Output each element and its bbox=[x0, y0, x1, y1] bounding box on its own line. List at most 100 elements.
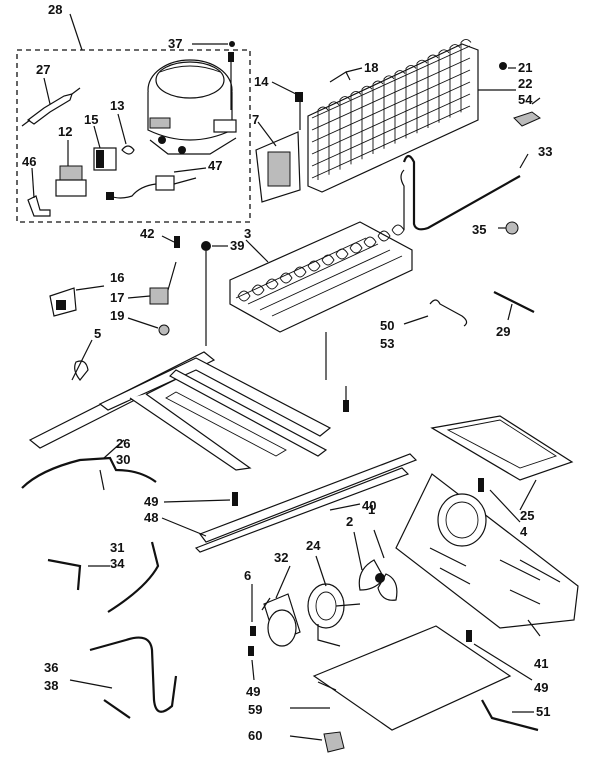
bracket-46 bbox=[27, 195, 51, 217]
label-19: 19 bbox=[110, 308, 124, 323]
leader-27 bbox=[43, 77, 51, 105]
label-41: 41 bbox=[534, 656, 548, 671]
part-49-screw-a bbox=[232, 492, 238, 506]
label-18: 18 bbox=[364, 60, 378, 75]
label-2: 2 bbox=[346, 514, 353, 529]
part-18 bbox=[329, 71, 351, 83]
part-50-wire bbox=[429, 299, 468, 327]
label-46: 46 bbox=[22, 154, 36, 169]
label-22: 22 bbox=[518, 76, 532, 91]
part-49-screw-c bbox=[466, 630, 472, 642]
leader-54 bbox=[531, 97, 541, 105]
part-14 bbox=[295, 92, 303, 102]
frame-assembly-5 bbox=[28, 351, 332, 471]
evaporator-coil bbox=[307, 38, 479, 193]
label-49-a: 49 bbox=[144, 494, 158, 509]
label-12: 12 bbox=[58, 124, 72, 139]
tube-51 bbox=[481, 699, 539, 732]
label-3: 3 bbox=[244, 226, 251, 241]
cover-59 bbox=[312, 625, 512, 731]
leader-19 bbox=[127, 317, 159, 329]
leader-40 bbox=[329, 503, 361, 511]
part-6 bbox=[250, 626, 256, 636]
fan-motor-24 bbox=[307, 583, 361, 647]
leader-17 bbox=[127, 295, 151, 299]
leader-49a bbox=[163, 499, 231, 503]
condenser-coil bbox=[229, 221, 413, 333]
leader-29 bbox=[507, 303, 513, 321]
leader-18 bbox=[345, 67, 363, 73]
rail-40 bbox=[194, 467, 410, 553]
leader-13 bbox=[117, 113, 127, 145]
tube-38 bbox=[103, 699, 131, 719]
part-39 bbox=[201, 241, 211, 251]
drier-part bbox=[21, 87, 81, 127]
leader-32 bbox=[275, 565, 291, 599]
tube-34 bbox=[107, 541, 160, 613]
leader-15 bbox=[93, 125, 101, 149]
label-32: 32 bbox=[274, 550, 288, 565]
bracket-32 bbox=[261, 593, 301, 647]
label-36: 36 bbox=[44, 660, 58, 675]
label-28: 28 bbox=[48, 2, 62, 17]
label-7: 7 bbox=[252, 112, 259, 127]
leader-14 bbox=[271, 81, 297, 95]
label-1: 1 bbox=[368, 502, 375, 517]
label-24: 24 bbox=[306, 538, 321, 553]
label-60: 60 bbox=[248, 728, 262, 743]
part-21-screw bbox=[499, 62, 507, 70]
leader-50 bbox=[403, 315, 429, 325]
label-5: 5 bbox=[94, 326, 101, 341]
part-54 bbox=[513, 111, 541, 127]
label-54: 54 bbox=[518, 92, 533, 107]
label-14: 14 bbox=[254, 74, 269, 89]
label-13: 13 bbox=[110, 98, 124, 113]
cover-7-part bbox=[255, 131, 301, 203]
part-19 bbox=[158, 324, 170, 336]
leader-4 bbox=[489, 489, 521, 523]
label-25: 25 bbox=[520, 508, 534, 523]
label-29: 29 bbox=[496, 324, 510, 339]
label-38: 38 bbox=[44, 678, 58, 693]
label-49-b: 49 bbox=[246, 684, 260, 699]
leader-3 bbox=[245, 239, 269, 263]
drain-tube-33 bbox=[400, 154, 521, 231]
leader-5 bbox=[71, 339, 93, 381]
compressor-group-box bbox=[16, 49, 251, 223]
label-16: 16 bbox=[110, 270, 124, 285]
label-48: 48 bbox=[144, 510, 158, 525]
label-33: 33 bbox=[538, 144, 552, 159]
label-4: 4 bbox=[520, 524, 528, 539]
part-60-foot bbox=[323, 731, 345, 753]
label-53: 53 bbox=[380, 336, 394, 351]
rail-48 bbox=[199, 453, 418, 543]
label-42: 42 bbox=[140, 226, 154, 241]
leader-47 bbox=[173, 167, 207, 173]
leader-41 bbox=[527, 619, 541, 637]
compressor-part bbox=[147, 52, 237, 155]
leader-60 bbox=[289, 735, 323, 741]
leader-28 bbox=[69, 13, 83, 51]
part-35 bbox=[505, 221, 519, 235]
clip-part bbox=[121, 145, 135, 155]
leader-49b bbox=[251, 659, 255, 681]
label-34: 34 bbox=[110, 556, 125, 571]
harness-part bbox=[106, 175, 197, 200]
leader-42 bbox=[161, 235, 175, 243]
label-15: 15 bbox=[84, 112, 98, 127]
relay-part bbox=[55, 165, 87, 197]
label-39: 39 bbox=[230, 238, 244, 253]
leader-46 bbox=[31, 167, 35, 199]
tube-36 bbox=[89, 636, 178, 713]
label-27: 27 bbox=[36, 62, 50, 77]
label-40: 40 bbox=[362, 498, 376, 513]
part-29-spring bbox=[493, 291, 535, 313]
leader-33 bbox=[519, 153, 529, 169]
label-47: 47 bbox=[208, 158, 222, 173]
label-59: 59 bbox=[248, 702, 262, 717]
overload-part bbox=[93, 147, 117, 171]
label-6: 6 bbox=[244, 568, 251, 583]
fan-blade-1 bbox=[358, 559, 398, 601]
part-37-screw bbox=[229, 41, 235, 47]
